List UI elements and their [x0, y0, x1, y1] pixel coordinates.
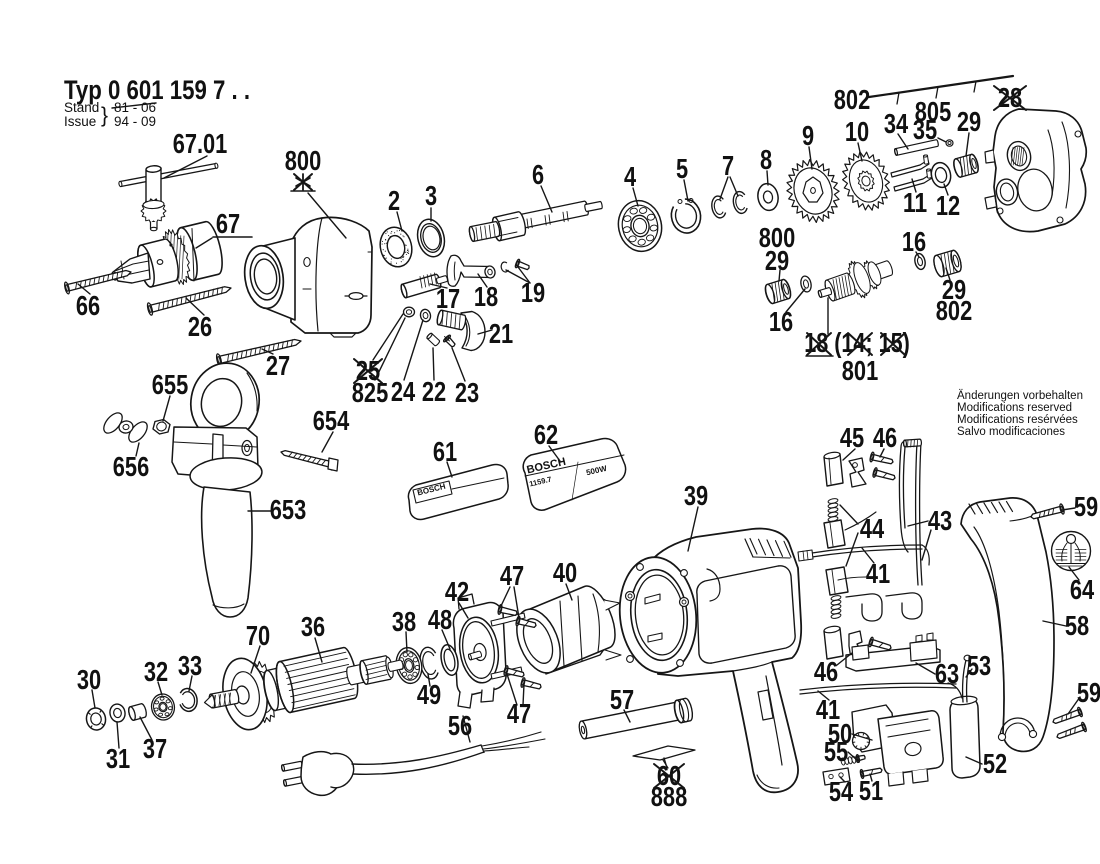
svg-text:656: 656 — [113, 451, 149, 482]
svg-text:2: 2 — [388, 185, 400, 216]
svg-text:41: 41 — [866, 558, 890, 589]
svg-text:55: 55 — [824, 736, 848, 767]
svg-text:61: 61 — [433, 436, 457, 467]
svg-text:16: 16 — [769, 306, 793, 337]
svg-text:31: 31 — [106, 743, 130, 774]
svg-text:800: 800 — [285, 145, 321, 176]
svg-text:54: 54 — [829, 776, 854, 807]
svg-text:62: 62 — [534, 419, 558, 450]
svg-text:3: 3 — [425, 180, 437, 211]
svg-text:59: 59 — [1074, 491, 1098, 522]
svg-text:58: 58 — [1065, 610, 1089, 641]
svg-text:26: 26 — [188, 311, 212, 342]
svg-text:30: 30 — [77, 664, 101, 695]
svg-text:801: 801 — [842, 355, 878, 386]
svg-text:36: 36 — [301, 611, 325, 642]
svg-text:39: 39 — [684, 480, 708, 511]
svg-text:94 - 09: 94 - 09 — [114, 114, 156, 129]
svg-text:29: 29 — [765, 245, 789, 276]
svg-text:29: 29 — [957, 106, 981, 137]
svg-text:46: 46 — [873, 422, 897, 453]
svg-text:Stand: Stand — [64, 100, 99, 115]
svg-text:47: 47 — [507, 698, 531, 729]
svg-text:49: 49 — [417, 679, 441, 710]
svg-text:22: 22 — [422, 376, 446, 407]
svg-text:17: 17 — [436, 283, 460, 314]
svg-text:57: 57 — [610, 684, 634, 715]
svg-text:802: 802 — [834, 84, 870, 115]
svg-text:802: 802 — [936, 295, 972, 326]
svg-text:Issue: Issue — [64, 114, 96, 129]
svg-text:51: 51 — [859, 775, 883, 806]
svg-text:654: 654 — [313, 405, 350, 436]
svg-text:52: 52 — [983, 748, 1007, 779]
svg-text:67.01: 67.01 — [173, 128, 228, 159]
svg-text:66: 66 — [76, 290, 100, 321]
svg-text:}: } — [101, 104, 108, 127]
svg-text:655: 655 — [152, 369, 188, 400]
svg-text:70: 70 — [246, 620, 270, 651]
svg-text:64: 64 — [1070, 574, 1095, 605]
svg-text:9: 9 — [802, 120, 814, 151]
svg-text:5: 5 — [676, 153, 688, 184]
svg-text:63: 63 — [935, 658, 959, 689]
svg-text:34: 34 — [884, 108, 909, 139]
svg-text:24: 24 — [391, 376, 416, 407]
svg-text:37: 37 — [143, 733, 167, 764]
svg-text:16: 16 — [902, 226, 926, 257]
svg-text:29: 29 — [942, 274, 966, 305]
svg-text:59: 59 — [1077, 677, 1100, 708]
svg-text:7: 7 — [722, 150, 734, 181]
svg-text:40: 40 — [553, 557, 577, 588]
svg-text:46: 46 — [814, 656, 838, 687]
svg-text:41: 41 — [816, 694, 840, 725]
svg-text:Modifications reserved: Modifications reserved — [957, 402, 1072, 414]
svg-text:653: 653 — [270, 494, 306, 525]
svg-text:38: 38 — [392, 606, 416, 637]
svg-text:21: 21 — [489, 318, 513, 349]
svg-text:44: 44 — [860, 513, 885, 544]
svg-text:43: 43 — [928, 505, 952, 536]
svg-text:12: 12 — [936, 190, 960, 221]
svg-text:800: 800 — [759, 222, 795, 253]
svg-text:27: 27 — [266, 350, 290, 381]
svg-text:10: 10 — [845, 116, 869, 147]
svg-text:48: 48 — [428, 604, 452, 635]
svg-text:4: 4 — [624, 161, 636, 192]
svg-text:Modifications resérvées: Modifications resérvées — [957, 414, 1078, 426]
svg-text:56: 56 — [448, 710, 472, 741]
svg-text:Salvo modificaciones: Salvo modificaciones — [957, 426, 1065, 438]
svg-text:8: 8 — [760, 144, 772, 175]
svg-text:53: 53 — [967, 650, 991, 681]
svg-text:Typ 0 601 159 7 . .: Typ 0 601 159 7 . . — [64, 75, 250, 105]
svg-text:45: 45 — [840, 422, 864, 453]
svg-text:67: 67 — [216, 208, 240, 239]
svg-text:50: 50 — [828, 718, 852, 749]
svg-text:47: 47 — [500, 560, 524, 591]
svg-text:42: 42 — [445, 576, 469, 607]
svg-text:805: 805 — [915, 96, 951, 127]
svg-text:825: 825 — [352, 377, 388, 408]
svg-text:6: 6 — [532, 159, 544, 190]
svg-text:35: 35 — [913, 114, 937, 145]
svg-text:11: 11 — [903, 187, 927, 218]
svg-text:19: 19 — [521, 277, 545, 308]
svg-text:23: 23 — [455, 377, 479, 408]
svg-text:18: 18 — [474, 281, 498, 312]
svg-text:Änderungen vorbehalten: Änderungen vorbehalten — [957, 390, 1083, 402]
svg-text:32: 32 — [144, 656, 168, 687]
svg-text:33: 33 — [178, 650, 202, 681]
